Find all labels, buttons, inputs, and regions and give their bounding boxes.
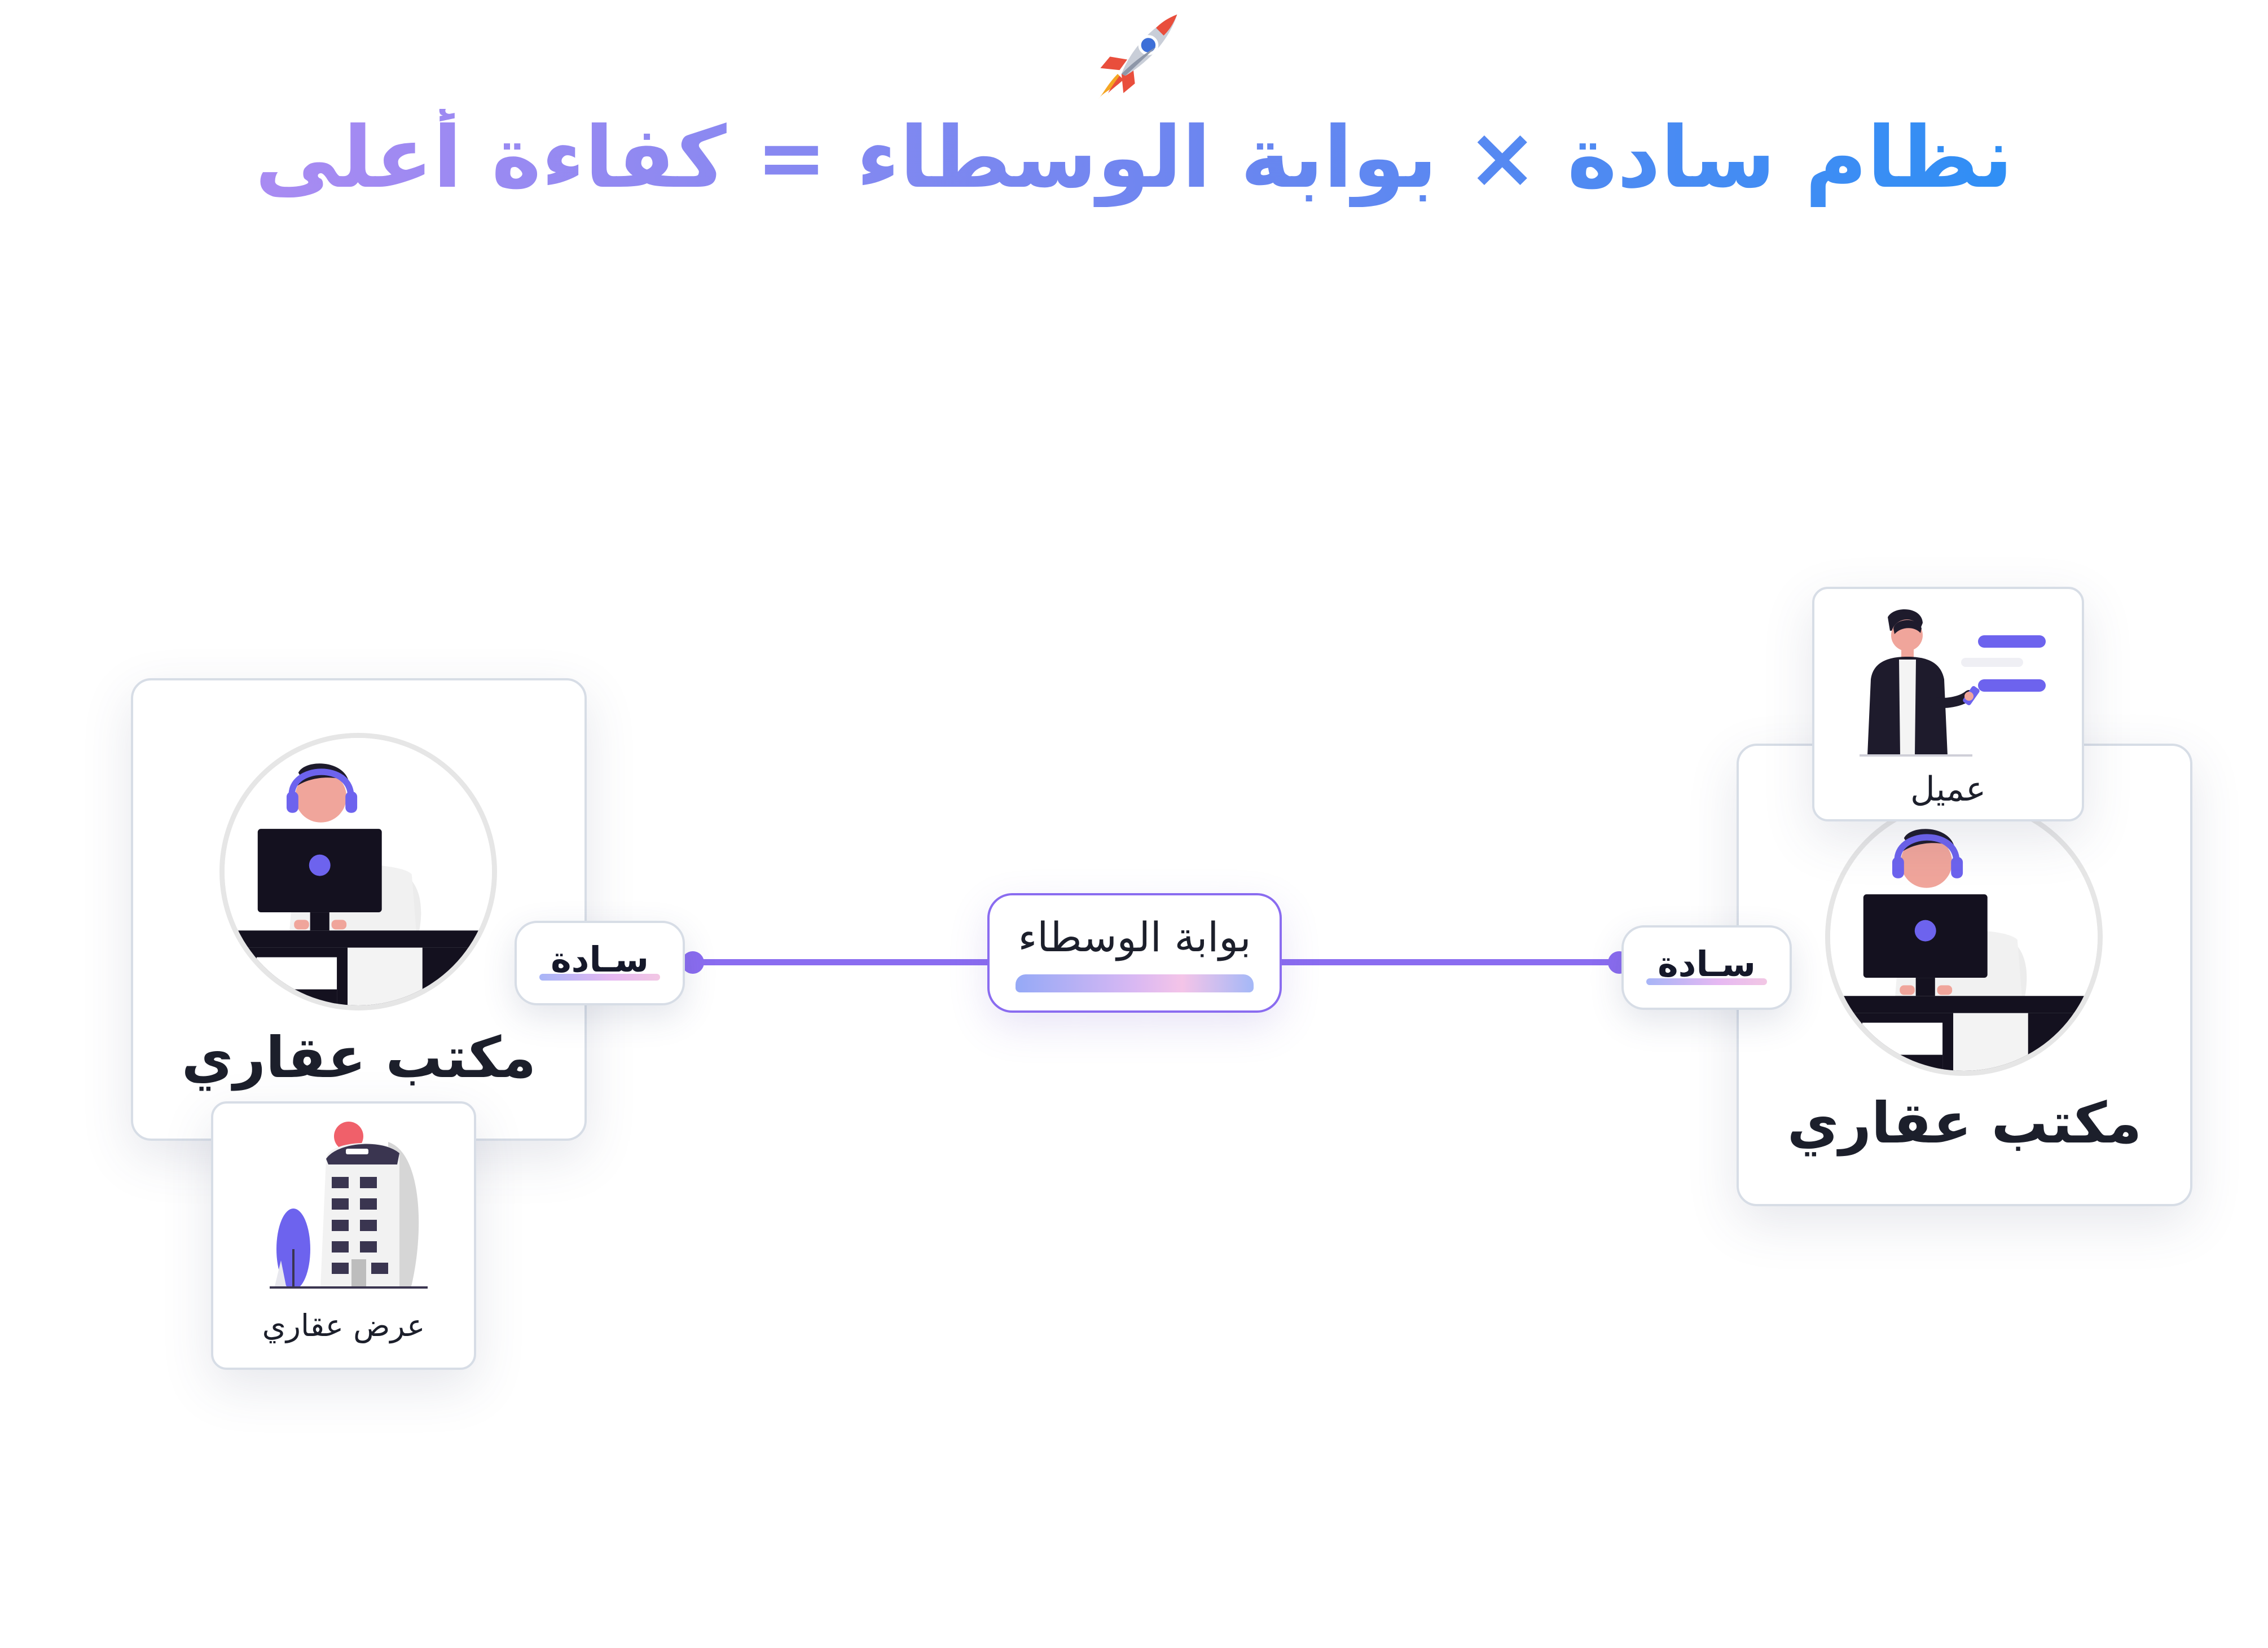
portal-bar xyxy=(1016,974,1254,992)
connector-dot-left xyxy=(682,951,704,974)
right-saada-logo: سـادة xyxy=(1621,925,1792,1010)
property-offer-label: عرض عقاري xyxy=(262,1308,425,1343)
left-office-label: مكتب عقاري xyxy=(181,1025,537,1091)
rocket-icon xyxy=(1089,7,1185,103)
property-offer-card: عرض عقاري xyxy=(211,1101,476,1370)
left-office-card: مكتب عقاري xyxy=(131,678,587,1141)
office-worker-icon xyxy=(1825,798,2103,1076)
logo-underline xyxy=(539,974,660,981)
building-icon xyxy=(270,1119,428,1290)
portal-label: بوابة الوسطاء xyxy=(1018,913,1251,961)
logo-text: سـادة xyxy=(1658,943,1756,985)
brokers-portal-node: بوابة الوسطاء xyxy=(987,893,1282,1013)
client-card: عميل xyxy=(1812,587,2084,821)
left-saada-logo: سـادة xyxy=(515,921,685,1005)
office-worker-icon xyxy=(219,733,497,1010)
client-label: عميل xyxy=(1910,770,1986,809)
logo-underline xyxy=(1646,978,1767,985)
right-office-label: مكتب عقاري xyxy=(1787,1090,2142,1156)
logo-text: سـادة xyxy=(551,939,649,980)
page-title: نظام سادة × بوابة الوسطاء = كفاءة أعلى xyxy=(254,109,2014,207)
client-person-icon xyxy=(1848,606,2063,764)
